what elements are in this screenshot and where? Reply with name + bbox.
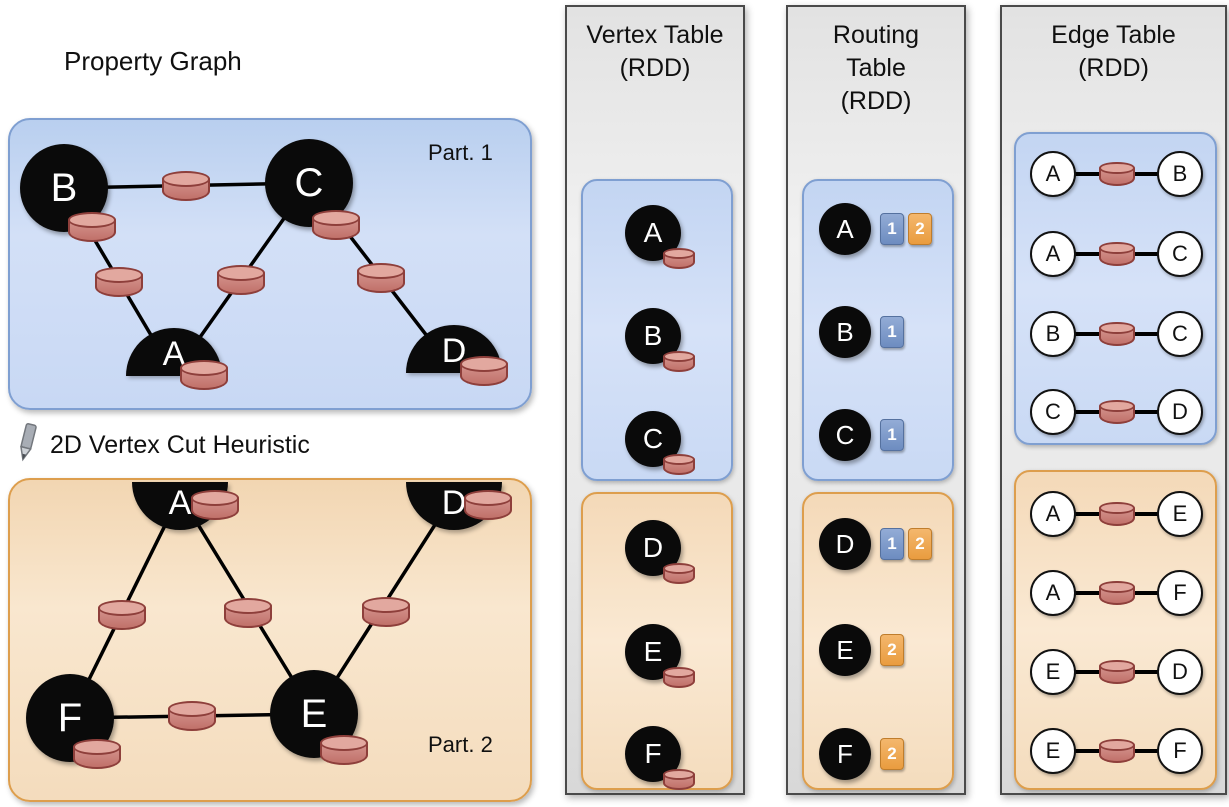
vertex-table-title: Vertex Table	[586, 21, 724, 49]
edge-dst-vertex: D	[1157, 649, 1203, 695]
partition-1-label: Part. 1	[428, 140, 493, 165]
vertex-property-cylinder-icon	[312, 210, 360, 240]
edge-row-e-d: E D	[1016, 649, 1219, 695]
routing-entry-b: B	[819, 306, 871, 358]
edge-row-b-c: B C	[1016, 311, 1219, 357]
edge-src-vertex: A	[1030, 231, 1076, 277]
partition-2-box: Part. 2 A D F E	[8, 478, 532, 802]
edge-dst-vertex: C	[1157, 311, 1203, 357]
routing-badge-partition-1: 1	[880, 316, 904, 348]
edge-table-column: Edge Table (RDD) A B A C B C	[1000, 5, 1227, 795]
routing-table-title: Routing Table	[832, 21, 920, 82]
vertex-property-cylinder-icon	[464, 490, 512, 520]
edge-table-title-block: Edge Table (RDD)	[1002, 7, 1225, 85]
vertex-property-cylinder-icon	[460, 356, 508, 386]
edge-row-a-f: A F	[1016, 570, 1219, 616]
vertex-table-entry-b: B	[625, 308, 681, 364]
edge-row-a-c: A C	[1016, 231, 1219, 277]
edge-property-cylinder-icon	[1099, 242, 1135, 266]
vertex-table-title-block: Vertex Table (RDD)	[567, 7, 743, 85]
edge-property-cylinder-icon	[217, 265, 265, 295]
edge-row-e-f: E F	[1016, 728, 1219, 774]
edge-property-cylinder-icon	[1099, 739, 1135, 763]
pencil-icon	[20, 423, 37, 462]
edge-src-vertex: C	[1030, 389, 1076, 435]
routing-badge-partition-2: 2	[908, 528, 932, 560]
routing-table-partition-1: A 1 2 B 1 C 1	[802, 179, 954, 481]
routing-table-title-block: Routing Table (RDD)	[788, 7, 964, 118]
edge-property-cylinder-icon	[1099, 502, 1135, 526]
routing-badge-partition-1: 1	[880, 419, 904, 451]
edge-property-cylinder-icon	[1099, 162, 1135, 186]
edge-src-vertex: B	[1030, 311, 1076, 357]
edge-property-cylinder-icon	[224, 598, 272, 628]
routing-entry-e: E	[819, 624, 871, 676]
edge-property-cylinder-icon	[168, 701, 216, 731]
edge-src-vertex: A	[1030, 491, 1076, 537]
edge-row-a-b: A B	[1016, 151, 1219, 197]
edge-table-title: Edge Table	[1051, 21, 1176, 49]
routing-badge-partition-1: 1	[880, 528, 904, 560]
edge-table-partition-2: A E A F E D E F	[1014, 470, 1217, 790]
edge-src-vertex: A	[1030, 151, 1076, 197]
routing-table-partition-2: D 1 2 E 2 F 2	[802, 492, 954, 790]
vertex-property-cylinder-icon	[663, 248, 695, 269]
edge-src-vertex: E	[1030, 649, 1076, 695]
edge-table-partition-1: A B A C B C C D	[1014, 132, 1217, 445]
vertex-property-cylinder-icon	[73, 739, 121, 769]
edge-dst-vertex: C	[1157, 231, 1203, 277]
edge-src-vertex: A	[1030, 570, 1076, 616]
edge-property-cylinder-icon	[1099, 660, 1135, 684]
vertex-property-cylinder-icon	[68, 212, 116, 242]
vertex-table-subtitle: (RDD)	[619, 54, 691, 82]
edge-src-vertex: E	[1030, 728, 1076, 774]
routing-badge-partition-2: 2	[908, 213, 932, 245]
routing-badge-partition-2: 2	[880, 634, 904, 666]
routing-table-column: Routing Table (RDD) A 1 2 B 1 C 1 D 1 2 …	[786, 5, 966, 795]
edge-dst-vertex: D	[1157, 389, 1203, 435]
routing-table-subtitle: (RDD)	[840, 87, 912, 115]
edge-property-cylinder-icon	[1099, 400, 1135, 424]
edge-property-cylinder-icon	[98, 600, 146, 630]
edge-property-cylinder-icon	[357, 263, 405, 293]
routing-entry-f: F	[819, 728, 871, 780]
vertex-property-cylinder-icon	[320, 735, 368, 765]
edge-property-cylinder-icon	[1099, 581, 1135, 605]
edge-dst-vertex: E	[1157, 491, 1203, 537]
vertex-property-cylinder-icon	[663, 667, 695, 688]
vertex-property-cylinder-icon	[663, 769, 695, 790]
vertex-table-partition-1: A B C	[581, 179, 733, 481]
edge-property-cylinder-icon	[362, 597, 410, 627]
edge-dst-vertex: B	[1157, 151, 1203, 197]
routing-entry-d: D	[819, 518, 871, 570]
partition-1-box: Part. 1 B C A D	[8, 118, 532, 410]
vertex-property-cylinder-icon	[663, 351, 695, 372]
property-graph-title: Property Graph	[64, 46, 242, 76]
vertex-table-partition-2: D E F	[581, 492, 733, 790]
vertex-property-cylinder-icon	[663, 454, 695, 475]
vertex-property-cylinder-icon	[180, 360, 228, 390]
edge-dst-vertex: F	[1157, 570, 1203, 616]
partition-2-label: Part. 2	[428, 732, 493, 757]
edge-dst-vertex: F	[1157, 728, 1203, 774]
routing-entry-c: C	[819, 409, 871, 461]
vertex-property-cylinder-icon	[191, 490, 239, 520]
routing-badge-partition-1: 1	[880, 213, 904, 245]
edge-row-a-e: A E	[1016, 491, 1219, 537]
routing-badge-partition-2: 2	[880, 738, 904, 770]
vertex-cut-heuristic-label: 2D Vertex Cut Heuristic	[50, 431, 310, 459]
routing-entry-a: A	[819, 203, 871, 255]
edge-table-subtitle: (RDD)	[1078, 54, 1149, 82]
edge-row-c-d: C D	[1016, 389, 1219, 435]
vertex-table-column: Vertex Table (RDD) A B C D E F	[565, 5, 745, 795]
vertex-property-cylinder-icon	[663, 563, 695, 584]
edge-property-cylinder-icon	[162, 171, 210, 201]
edge-property-cylinder-icon	[95, 267, 143, 297]
edge-property-cylinder-icon	[1099, 322, 1135, 346]
